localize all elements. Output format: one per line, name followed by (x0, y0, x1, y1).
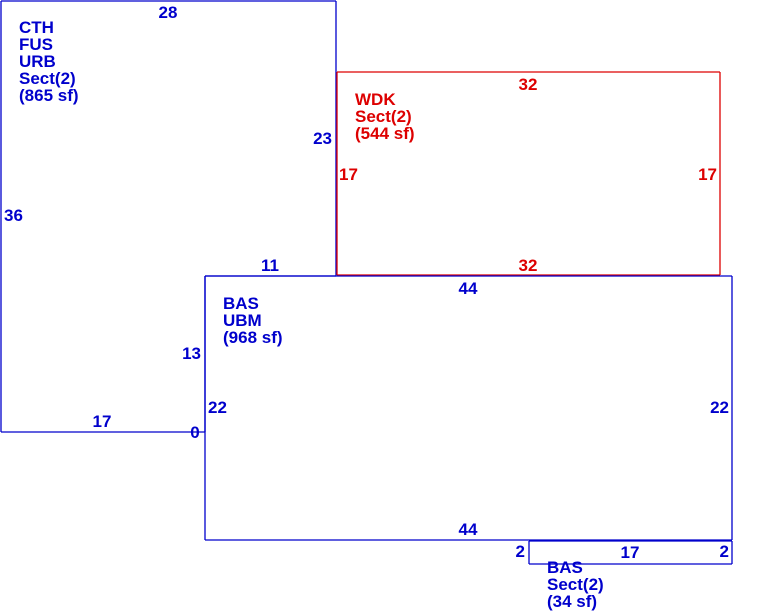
wdk-dim-right: 17 (698, 165, 717, 184)
wdk-label-line-3: (544 sf) (355, 124, 415, 143)
bas-dim-top: 44 (459, 279, 478, 298)
cth-dim-corner: 0 (190, 423, 199, 442)
bas-small-label-line-2: Sect(2) (547, 575, 604, 594)
cth-dim-step: 11 (261, 256, 279, 275)
bas-small-label-line-1: BAS (547, 558, 583, 577)
bas-dim-left: 22 (208, 398, 227, 417)
wdk-dim-left: 17 (339, 165, 358, 184)
bas-label-line-3: (968 sf) (223, 328, 283, 347)
cth-label-line-1: CTH (19, 18, 54, 37)
wdk-label-line-1: WDK (355, 90, 396, 109)
cth-label-line-4: Sect(2) (19, 69, 76, 88)
wdk-dim-bottom: 32 (519, 256, 538, 275)
bas-dim-right: 22 (710, 398, 729, 417)
area-wdk: WDK Sect(2) (544 sf) 32 17 32 17 (336, 71, 721, 276)
cth-dim-right: 23 (313, 129, 332, 148)
bas-small-label-line-3: (34 sf) (547, 592, 597, 611)
bas-label-line-2: UBM (223, 311, 262, 330)
cth-label-line-5: (865 sf) (19, 86, 79, 105)
area-bas-main: BAS UBM (968 sf) 44 22 44 22 (204, 275, 733, 541)
cth-dim-left: 36 (4, 206, 23, 225)
cth-label-line-2: FUS (19, 35, 53, 54)
bas-dim-bottom: 44 (459, 520, 478, 539)
area-cth: CTH FUS URB Sect(2) (865 sf) 28 23 11 13… (0, 0, 337, 442)
cth-label-line-3: URB (19, 52, 56, 71)
bas-label-line-1: BAS (223, 294, 259, 313)
bas-small-dim-right: 2 (720, 542, 729, 561)
area-bas-small: BAS Sect(2) (34 sf) 2 17 2 (516, 540, 733, 611)
cth-dim-inner-vertical: 13 (182, 344, 201, 363)
bas-small-dim-top: 17 (621, 543, 640, 562)
bas-small-dim-left: 2 (516, 542, 525, 561)
cth-dim-bottom: 17 (93, 412, 112, 431)
wdk-dim-top: 32 (519, 75, 538, 94)
wdk-label-line-2: Sect(2) (355, 107, 412, 126)
cth-dim-top: 28 (159, 3, 178, 22)
